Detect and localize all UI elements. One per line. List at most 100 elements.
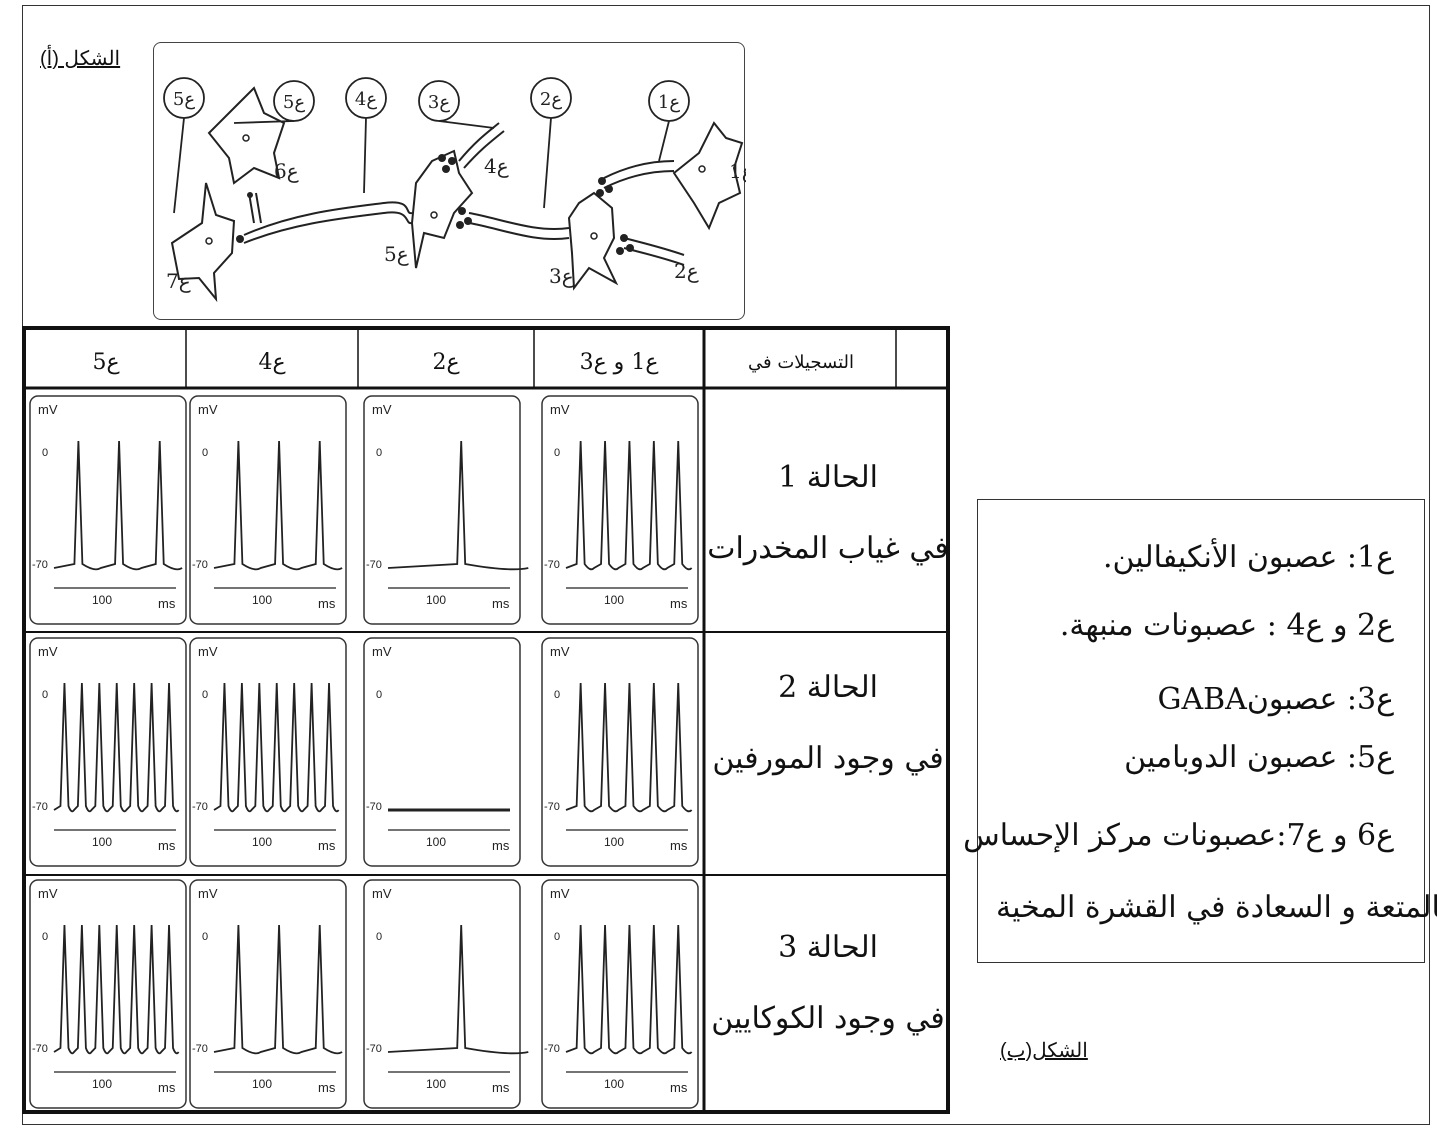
legend-line-3: ع3: عصبونGABA bbox=[1157, 682, 1395, 717]
neuron-label-3: ع3 bbox=[549, 264, 574, 288]
trace-panel-r3-c1: mV 0 -70 100 ms bbox=[541, 879, 699, 1109]
zero-label: 0 bbox=[554, 689, 560, 701]
neuron-1-body bbox=[672, 121, 744, 231]
label-pointer-3 bbox=[363, 117, 367, 194]
header-recordings: التسجيلات في bbox=[747, 351, 855, 373]
neuron-label-5: ع5 bbox=[384, 242, 409, 266]
mv-label: mV bbox=[38, 644, 58, 659]
legend-box: ع1: عصبون الأنكيفالين. ع2 و ع4 : عصبونات… bbox=[963, 499, 1437, 963]
spike-trace bbox=[387, 440, 529, 571]
row-case-2: الحالة 2 في وجود المورفين bbox=[706, 670, 950, 776]
spike-trace bbox=[565, 682, 693, 813]
label-circle-text-6: ع1 bbox=[658, 92, 680, 113]
mv-label: mV bbox=[372, 886, 392, 901]
scale-label: 100 bbox=[426, 835, 446, 849]
rest-label: -70 bbox=[192, 801, 208, 813]
label-pointer-2 bbox=[233, 120, 295, 124]
rest-label: -70 bbox=[544, 1043, 560, 1055]
unit-label: ms bbox=[670, 1080, 688, 1095]
spike-trace bbox=[565, 440, 693, 571]
neuron-label-4: ع4 bbox=[484, 154, 509, 178]
case-3-title: الحالة 3 bbox=[778, 930, 878, 965]
label-circle-text-1: ع5 bbox=[173, 89, 195, 110]
neuron-label-7: ع7 bbox=[166, 269, 191, 293]
legend-line-1: ع1: عصبون الأنكيفالين. bbox=[1103, 540, 1394, 575]
recordings-svg: mV 0 -70 100 ms mV 0 -70 100 ms mV 0 -70 100 ms mV 0 -70 1… bbox=[26, 330, 946, 1110]
scale-label: 100 bbox=[252, 835, 272, 849]
rest-label: -70 bbox=[366, 801, 382, 813]
rest-label: -70 bbox=[192, 559, 208, 571]
legend-line-6: بالمتعة و السعادة في القشرة المخية bbox=[996, 890, 1437, 925]
mv-label: mV bbox=[372, 402, 392, 417]
spike-trace bbox=[53, 924, 180, 1055]
zero-label: 0 bbox=[42, 447, 48, 459]
scale-label: 100 bbox=[604, 593, 624, 607]
zero-label: 0 bbox=[376, 689, 382, 701]
zero-label: 0 bbox=[42, 931, 48, 943]
label-circle-text-4: ع3 bbox=[428, 92, 450, 113]
case-3-condition: في وجود الكوكايين bbox=[711, 1001, 945, 1036]
mv-label: mV bbox=[550, 644, 570, 659]
label-pointer-4 bbox=[438, 120, 495, 129]
mv-label: mV bbox=[550, 402, 570, 417]
spike-trace bbox=[53, 682, 180, 813]
legend-line-5: ع6 و ع7:عصبونات مركز الإحساس bbox=[963, 818, 1394, 853]
zero-label: 0 bbox=[376, 931, 382, 943]
rest-label: -70 bbox=[32, 801, 48, 813]
zero-label: 0 bbox=[42, 689, 48, 701]
scale-label: 100 bbox=[604, 835, 624, 849]
recordings-table: mV 0 -70 100 ms mV 0 -70 100 ms mV 0 -70 100 ms mV 0 -70 1… bbox=[22, 326, 950, 1114]
mv-label: mV bbox=[38, 886, 58, 901]
neuron-label-2: ع2 bbox=[674, 259, 699, 283]
scale-label: 100 bbox=[426, 593, 446, 607]
zero-label: 0 bbox=[554, 931, 560, 943]
unit-label: ms bbox=[492, 1080, 510, 1095]
scale-label: 100 bbox=[426, 1077, 446, 1091]
legend-line-4: ع5: عصبون الدوبامين bbox=[1124, 740, 1394, 775]
unit-label: ms bbox=[670, 838, 688, 853]
zero-label: 0 bbox=[202, 931, 208, 943]
trace-panel-r2-c4: mV 0 -70 100 ms bbox=[29, 637, 187, 867]
mv-label: mV bbox=[198, 644, 218, 659]
spike-trace bbox=[387, 924, 529, 1055]
neuron-6-body bbox=[207, 86, 286, 185]
row-case-3: الحالة 3 في وجود الكوكايين bbox=[706, 930, 950, 1036]
case-2-title: الحالة 2 bbox=[778, 670, 878, 705]
header-col-n1-n3: ع1 و ع3 bbox=[579, 349, 659, 375]
rest-label: -70 bbox=[32, 1043, 48, 1055]
spike-trace bbox=[213, 440, 343, 571]
zero-label: 0 bbox=[376, 447, 382, 459]
header-col-n4: ع4 bbox=[258, 349, 286, 375]
unit-label: ms bbox=[318, 838, 336, 853]
label-pointer-1 bbox=[173, 117, 185, 214]
rest-label: -70 bbox=[366, 559, 382, 571]
case-1-condition: في غياب المخدرات bbox=[707, 531, 949, 566]
neuron-label-1: ع1 bbox=[729, 159, 746, 183]
header-col-n2: ع2 bbox=[432, 349, 460, 375]
mv-label: mV bbox=[550, 886, 570, 901]
scale-label: 100 bbox=[604, 1077, 624, 1091]
mv-label: mV bbox=[198, 886, 218, 901]
header-col-n5: ع5 bbox=[92, 349, 120, 375]
scale-label: 100 bbox=[92, 835, 112, 849]
neuron-5-body bbox=[410, 149, 474, 269]
neuron-7-body bbox=[170, 182, 236, 303]
neuron-label-6: ع6 bbox=[274, 159, 299, 183]
rest-label: -70 bbox=[544, 559, 560, 571]
unit-label: ms bbox=[158, 1080, 176, 1095]
label-circle-text-3: ع4 bbox=[355, 89, 377, 110]
scale-label: 100 bbox=[252, 1077, 272, 1091]
label-pointer-5 bbox=[543, 117, 552, 209]
unit-label: ms bbox=[158, 838, 176, 853]
spike-trace bbox=[213, 682, 340, 813]
scale-label: 100 bbox=[92, 593, 112, 607]
